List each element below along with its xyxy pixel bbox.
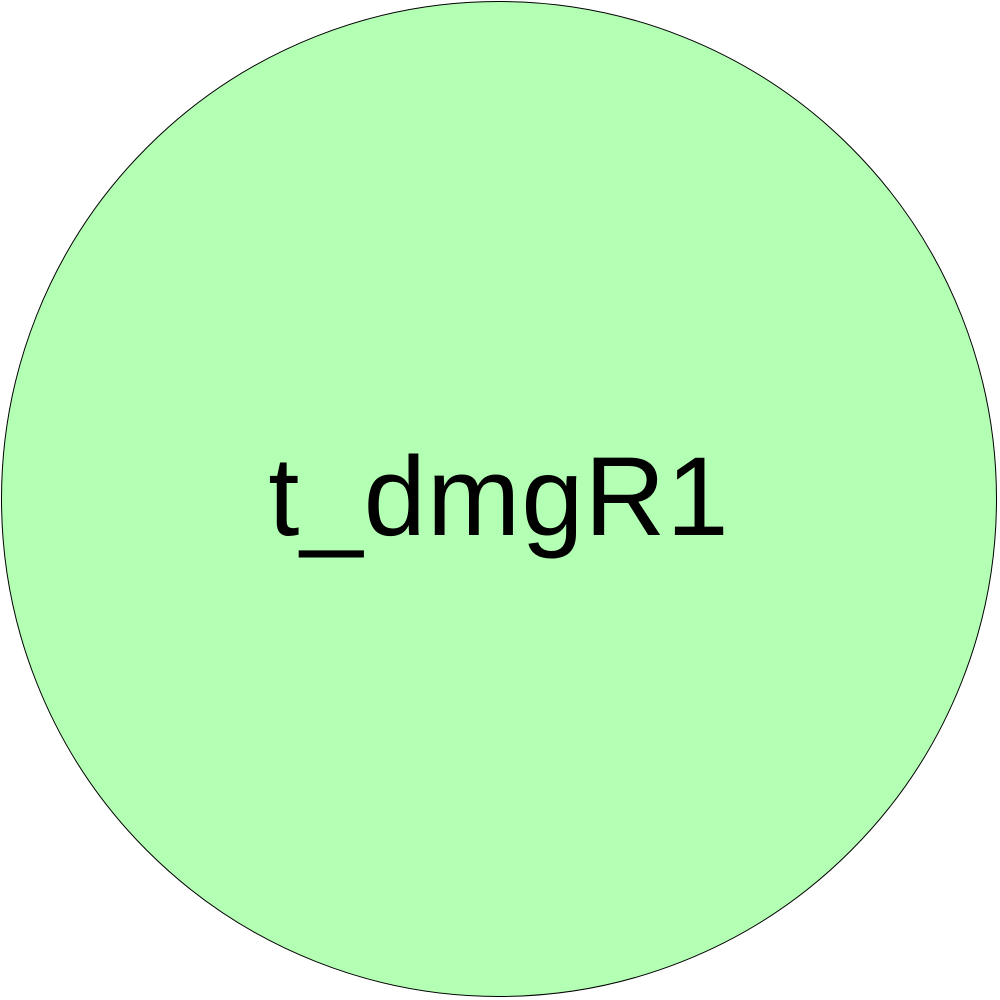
node-label: t_dmgR1 xyxy=(268,434,730,559)
